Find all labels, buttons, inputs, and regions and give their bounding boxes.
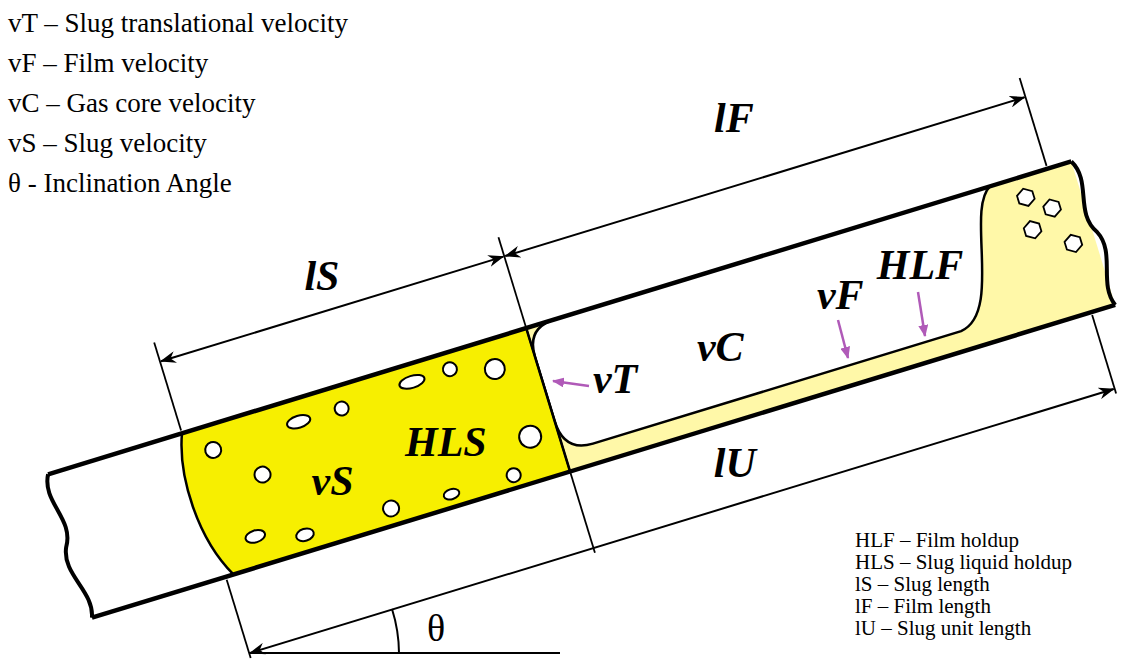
tail-bubbles xyxy=(1013,177,1084,265)
angle-mark xyxy=(249,609,560,653)
legend-entry: vS – Slug velocity xyxy=(8,130,207,157)
pipe-interior xyxy=(48,161,1115,617)
legend-entry: vT – Slug translational velocity xyxy=(8,10,348,37)
dimension-label: lU xyxy=(714,442,756,484)
angle-label: θ xyxy=(427,609,445,647)
holdup-label: HLF xyxy=(877,244,963,286)
legend-entry: lS – Slug length xyxy=(855,574,990,595)
velocity-label: vS xyxy=(312,460,354,502)
legend-entry: HLS – Slug liquid holdup xyxy=(855,552,1072,573)
dimension-label: lF xyxy=(714,97,754,139)
holdup-label: HLS xyxy=(405,421,487,463)
legend-entry: HLF – Film holdup xyxy=(855,530,1019,551)
legend-entry: vC – Gas core velocity xyxy=(8,90,255,117)
liquid-film xyxy=(526,161,1115,471)
extension-lines xyxy=(154,78,1116,658)
liquid-slug xyxy=(171,328,570,580)
pipe-wall xyxy=(92,305,1115,618)
pipe-wall xyxy=(48,161,1071,474)
velocity-label: vC xyxy=(697,326,744,368)
pipe-break xyxy=(41,474,94,620)
legend-entry: vF – Film velocity xyxy=(8,50,208,77)
velocity-label: vF xyxy=(817,274,864,316)
dimension-label: lS xyxy=(304,255,339,297)
pipe-break xyxy=(1069,159,1122,305)
velocity-label: vT xyxy=(593,358,637,400)
dimension-lines xyxy=(161,97,1114,653)
legend-entry: lU – Slug unit length xyxy=(855,618,1031,639)
legend-entry: θ - Inclination Angle xyxy=(8,170,232,197)
legend-entry: lF – Film length xyxy=(855,596,991,617)
